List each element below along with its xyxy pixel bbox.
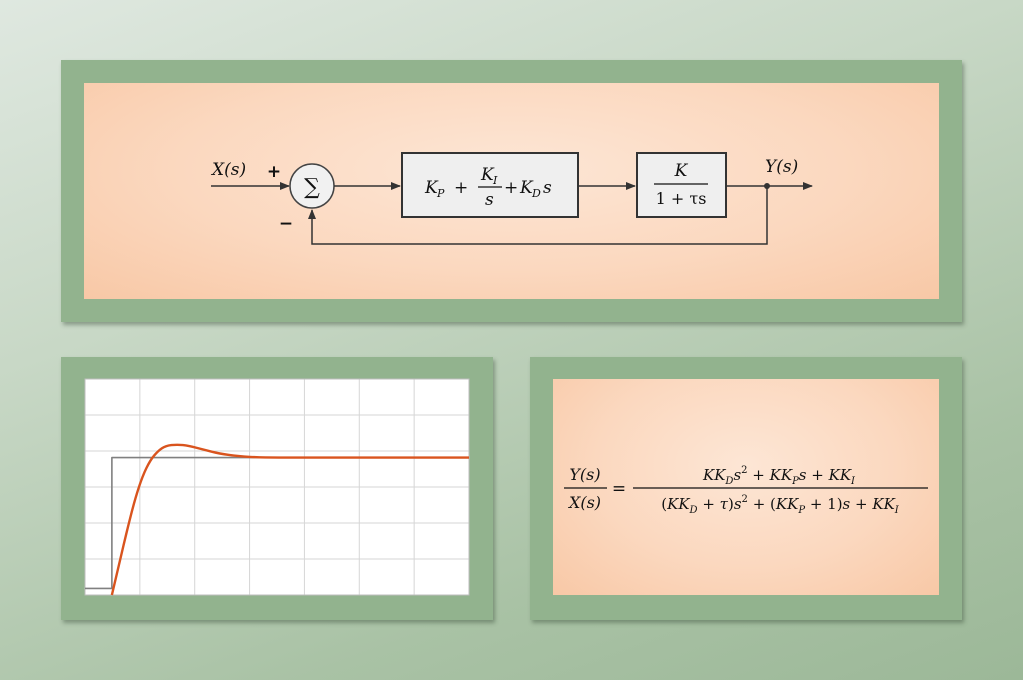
- kd-term: K: [519, 178, 534, 198]
- minus-sign: −: [279, 214, 293, 234]
- plus-sign: +: [267, 162, 281, 182]
- kp-sub: P: [436, 187, 445, 200]
- summing-symbol: ∑: [304, 175, 320, 200]
- transfer-function-panel: Y(s) X(s) = KKDs2 + KKPs + KKI (KKD + τ)…: [530, 357, 962, 620]
- pid-transfer-function: K P + K I s + K D s: [424, 165, 552, 210]
- chart-series: [85, 443, 469, 596]
- plant-block: [636, 152, 727, 218]
- block-diagram-area: ∑ + − X(s) K P + K I s + K D s: [84, 83, 939, 299]
- step-response-panel: [61, 357, 493, 620]
- step-response-plot-area: [84, 378, 470, 596]
- step-response-chart: [84, 378, 470, 596]
- lhs-numerator: Y(s): [569, 465, 600, 484]
- rhs-numerator: KKDs2 + KKPs + KKI: [702, 465, 856, 487]
- kd-s: s: [543, 178, 552, 198]
- rhs-denominator: (KKD + τ)s2 + (KKP + 1)s + KKI: [661, 494, 900, 516]
- plant-numerator: K: [674, 161, 689, 181]
- lhs-denominator: X(s): [567, 493, 601, 512]
- plus-2: +: [504, 178, 518, 198]
- ki-numerator: K: [480, 165, 495, 185]
- transfer-function-area: Y(s) X(s) = KKDs2 + KKPs + KKI (KKD + τ)…: [553, 379, 939, 595]
- input-label: X(s): [210, 160, 246, 180]
- kd-sub: D: [531, 187, 541, 200]
- block-diagram: ∑ + − X(s) K P + K I s + K D s: [210, 152, 813, 245]
- step-response-line: [110, 443, 469, 596]
- kp-term: K: [424, 178, 439, 198]
- chart-frame: [84, 378, 470, 596]
- pid-block: [401, 152, 579, 218]
- block-diagram-panel: ∑ + − X(s) K P + K I s + K D s: [61, 60, 962, 322]
- chart-grid: [84, 378, 470, 596]
- ki-sub: I: [492, 174, 498, 187]
- feedback-path: [308, 186, 768, 245]
- ki-denominator: s: [485, 190, 494, 210]
- plant-denominator: 1 + τs: [656, 189, 707, 208]
- output-label: Y(s): [765, 157, 798, 177]
- plus-1: +: [454, 178, 468, 198]
- transfer-function-equation: Y(s) X(s) = KKDs2 + KKPs + KKI (KKD + τ)…: [564, 465, 928, 516]
- equals-sign: =: [612, 479, 626, 499]
